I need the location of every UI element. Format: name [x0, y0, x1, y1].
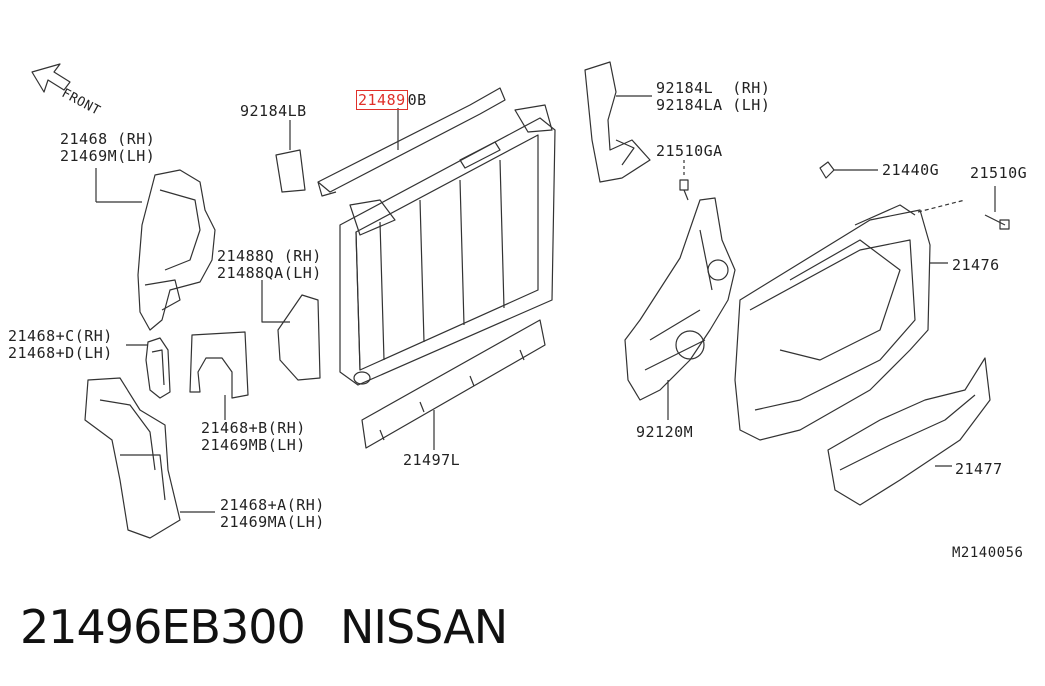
plate-b	[189, 331, 249, 420]
fan-shroud-21476	[734, 204, 948, 441]
seal-21488q	[261, 280, 321, 381]
front-arrow-icon	[31, 63, 71, 93]
callout-92184la-lh: 92184LA (LH)	[656, 96, 771, 114]
callout-21468c-rh: 21468+C(RH)	[8, 327, 113, 345]
highlighted-part-number: 21489	[356, 90, 408, 110]
callout-21497l: 21497L	[403, 451, 461, 469]
callout-21476: 21476	[952, 256, 1000, 274]
callout-21468a-rh: 21468+A(RH)	[220, 496, 325, 514]
callout-92184lb: 92184LB	[240, 102, 307, 120]
radiator	[339, 104, 556, 386]
brand-caption: NISSAN	[340, 600, 508, 654]
bolt-21510g	[917, 186, 1010, 230]
bracket-c-d	[126, 337, 171, 399]
callout-21510ga: 21510GA	[656, 142, 723, 160]
lower-seal-21497l	[361, 319, 546, 450]
callout-21468d-lh: 21468+D(LH)	[8, 344, 113, 362]
figure-code: M2140056	[952, 545, 1024, 561]
callout-92120m: 92120M	[636, 423, 694, 441]
seal-92184lb	[275, 120, 306, 193]
callout-21469mb-lh: 21469MB(LH)	[201, 436, 306, 454]
callout-21440g: 21440G	[882, 161, 940, 179]
fan-motor-92120m	[624, 197, 736, 420]
callout-21488q-rh: 21488Q (RH)	[217, 247, 322, 265]
bolt-21510ga	[679, 160, 689, 201]
duct-lower-left	[84, 377, 215, 539]
callout-21488qa-lh: 21488QA(LH)	[217, 264, 322, 282]
air-guide-upper-left	[95, 168, 216, 331]
callout-21510g: 21510G	[970, 164, 1028, 182]
part-number-suffix: 0B	[407, 91, 427, 109]
callout-92184l-rh: 92184L (RH)	[656, 79, 771, 97]
callout-21477: 21477	[955, 460, 1003, 478]
parts-diagram	[31, 61, 1010, 539]
part-number-caption: 21496EB300	[20, 600, 306, 654]
callout-21469ma-lh: 21469MA(LH)	[220, 513, 325, 531]
bracket-92184l	[584, 61, 652, 183]
callout-21468-rh: 21468 (RH)	[60, 130, 156, 148]
clip-21440g	[819, 161, 878, 179]
lower-shroud-21477	[827, 357, 991, 506]
radiator-top-seal	[317, 87, 506, 197]
callout-21469m-lh: 21469M(LH)	[60, 147, 156, 165]
callout-21468b-rh: 21468+B(RH)	[201, 419, 306, 437]
